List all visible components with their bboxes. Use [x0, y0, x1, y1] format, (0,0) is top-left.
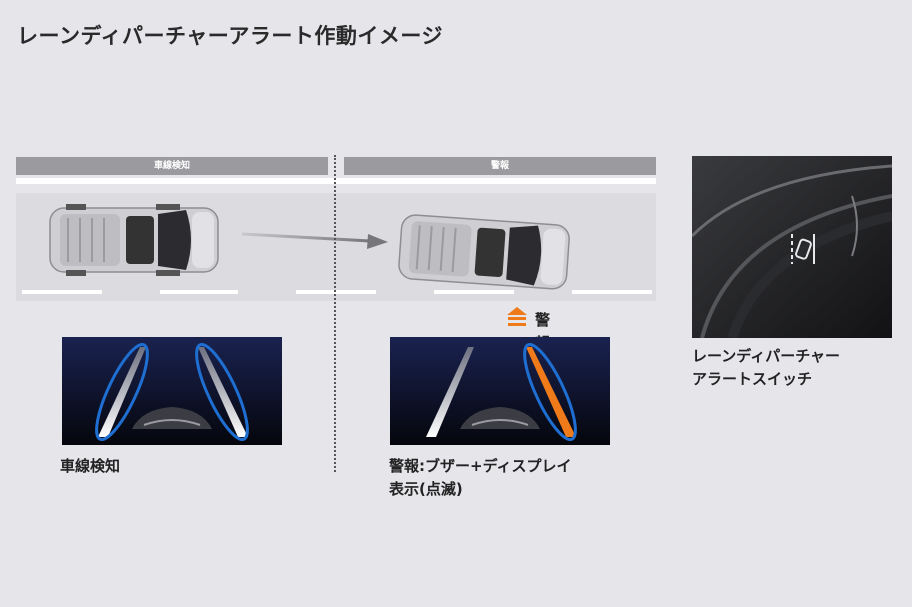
car-crossing-lane-icon: [398, 214, 570, 290]
lane-dash: [434, 290, 514, 294]
car-top-view-icon: [49, 204, 219, 276]
lane-detect-display: [62, 337, 282, 445]
switch-caption: レーンディパーチャー アラートスイッチ: [692, 345, 840, 391]
warning-caption-line1: 警報:ブザー+ディスプレイ: [389, 457, 572, 475]
lane-departure-switch-icon: [791, 234, 815, 264]
lane-detect-header: 車線検知: [16, 157, 328, 175]
switch-photo: [692, 156, 892, 338]
movement-arrow-icon: [241, 232, 388, 249]
lane-dash: [572, 290, 652, 294]
switch-caption-line1: レーンディパーチャー: [692, 347, 841, 365]
buzzer-icon: [507, 307, 527, 326]
lane-detect-caption: 車線検知: [60, 457, 121, 475]
warning-caption-line2: 表示(点滅): [389, 480, 463, 498]
road-top-line: [16, 178, 656, 184]
switch-caption-line2: アラートスイッチ: [692, 370, 813, 388]
lane-dash: [296, 290, 376, 294]
section-divider: [334, 155, 336, 472]
lane-dash: [22, 290, 102, 294]
lane-dash: [160, 290, 238, 294]
warning-caption: 警報:ブザー+ディスプレイ 表示(点滅): [389, 455, 572, 501]
warning-display: [390, 337, 610, 445]
warning-header: 警報: [344, 157, 656, 175]
page-title: レーンディパーチャーアラート作動イメージ: [17, 24, 444, 48]
